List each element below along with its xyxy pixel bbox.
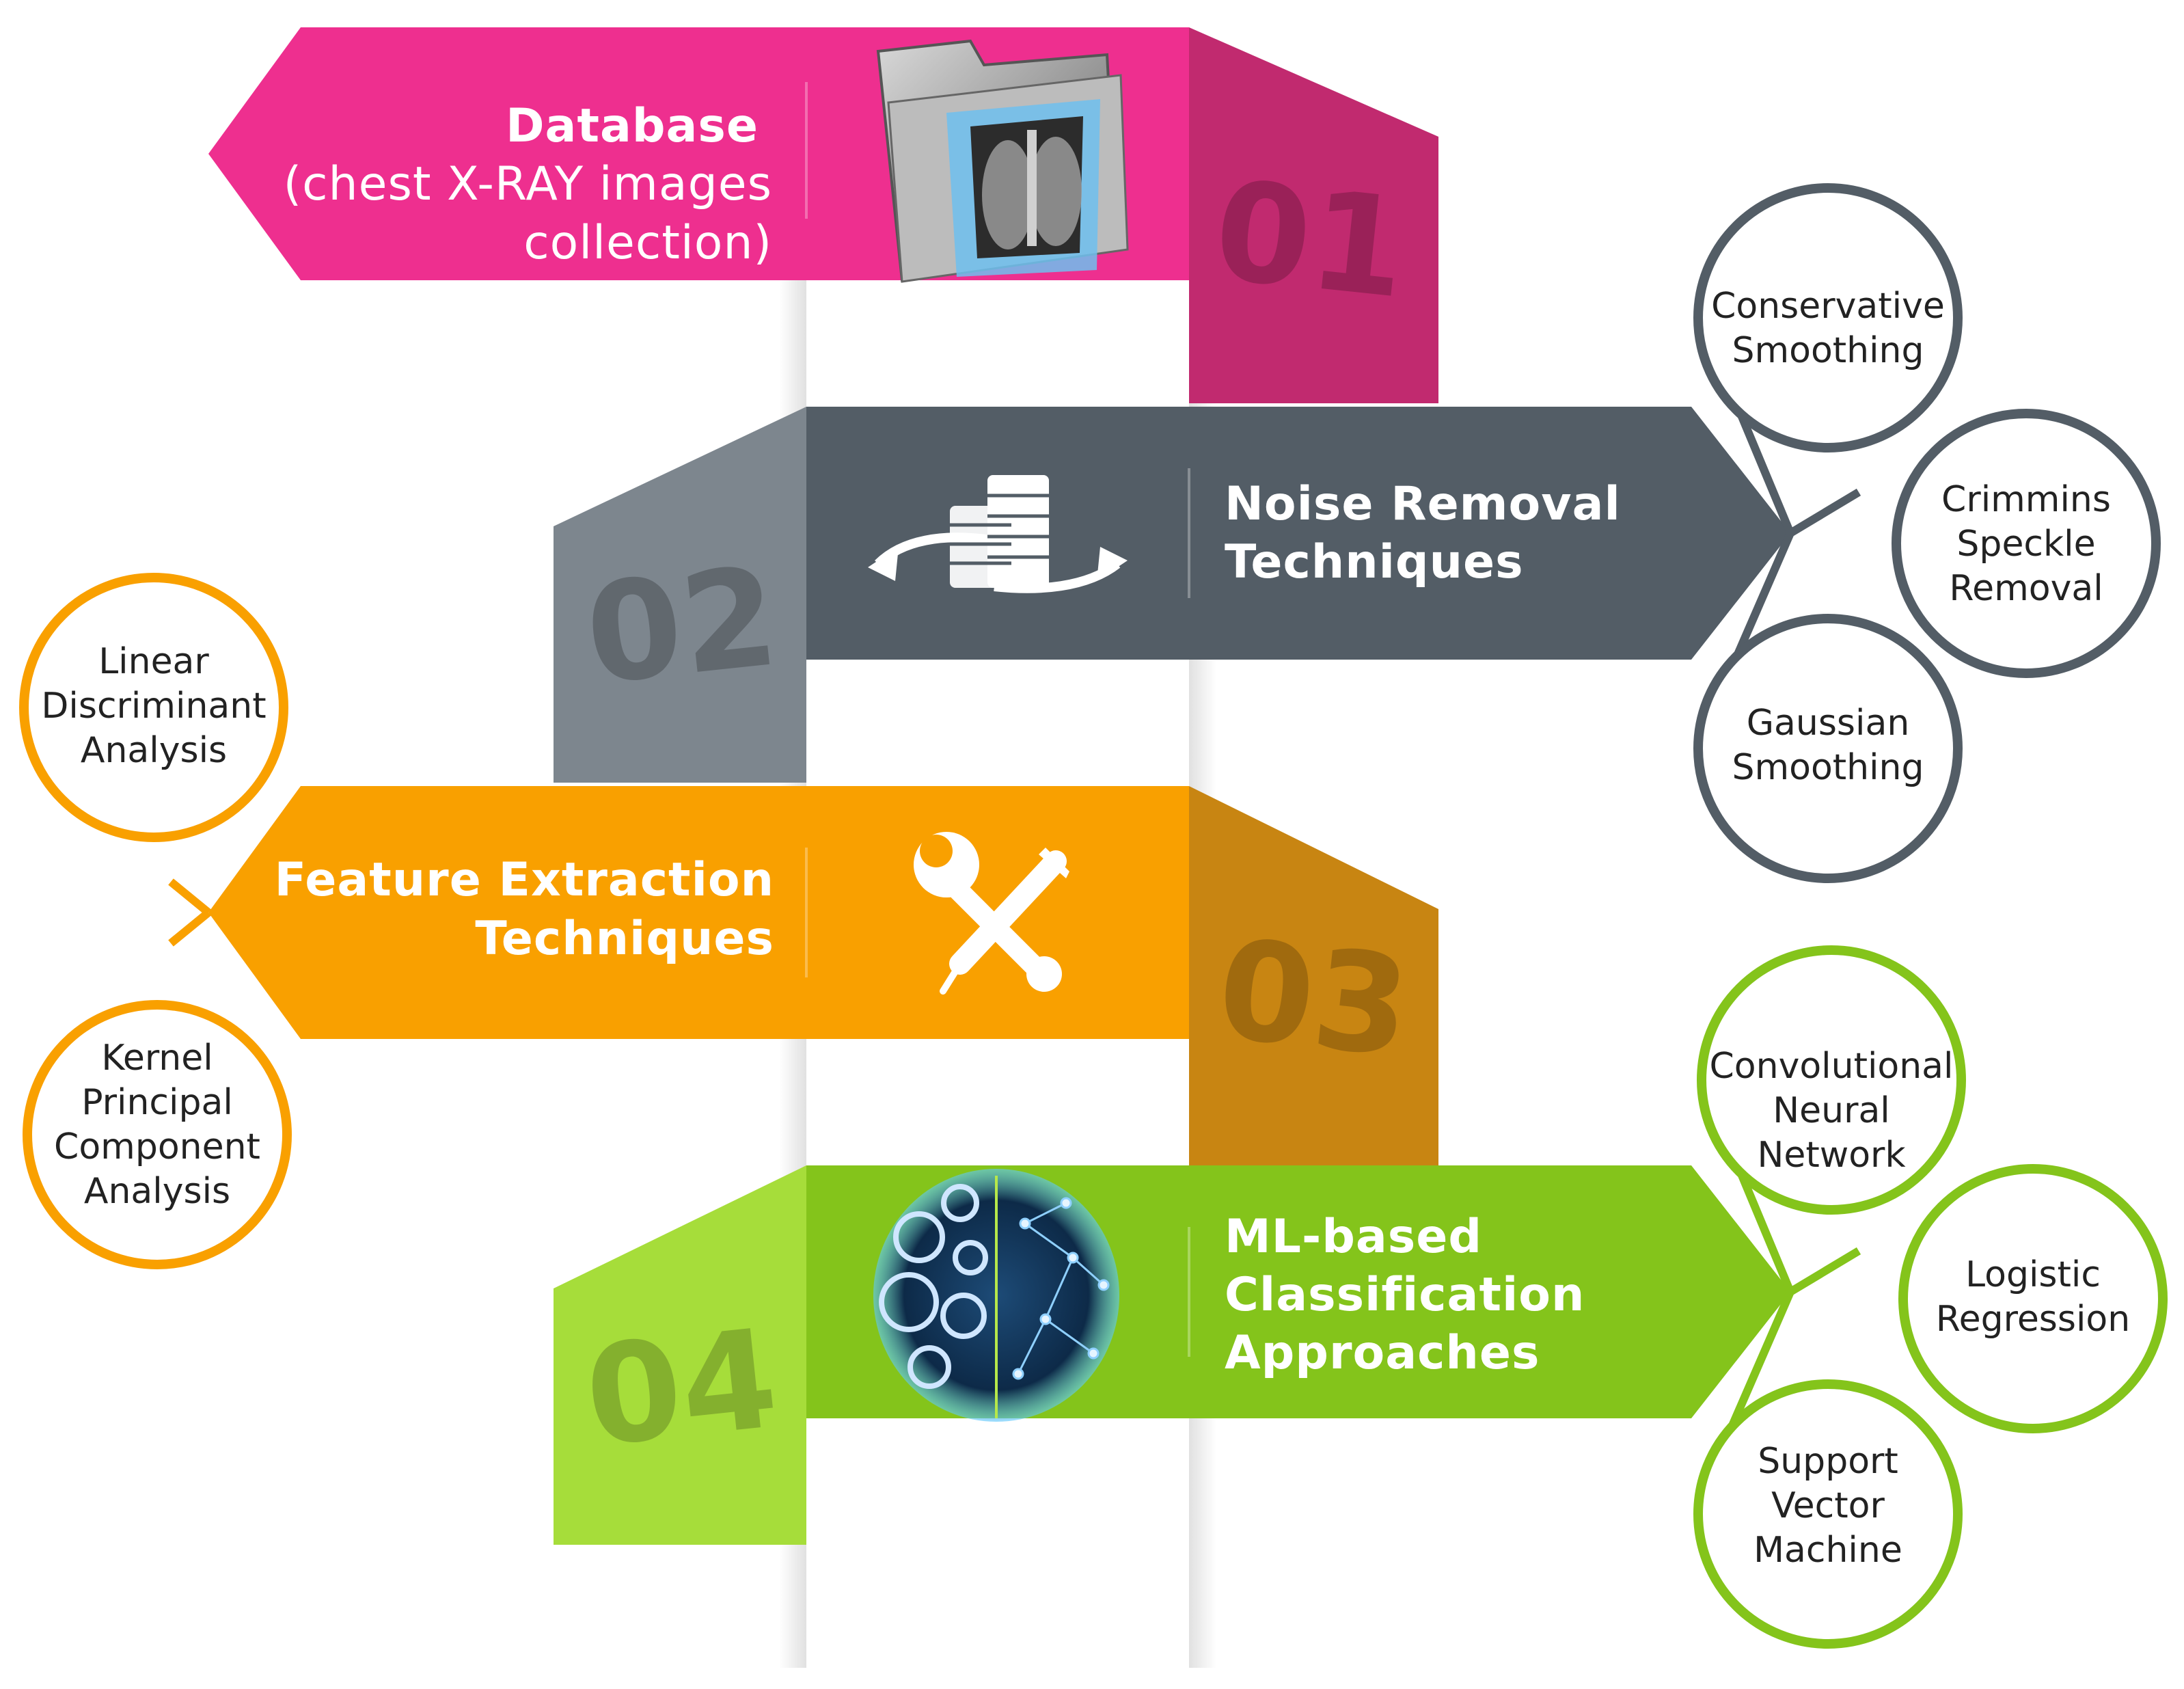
step-02-arrow-banner: [806, 407, 1790, 660]
step-01-title: Database: [506, 99, 759, 153]
ml-method-2-line-2: Regression: [1936, 1299, 2130, 1340]
step-04-title-line-1: ML-based: [1225, 1210, 1482, 1264]
step-01-number: 01: [1207, 151, 1413, 329]
step-04-title-line-3: Approaches: [1225, 1326, 1540, 1380]
noise-methods: Conservative Smoothing Crimmins Speckle …: [1693, 183, 2161, 883]
step-02-ribbon-fold: [554, 407, 806, 783]
feature-method-1-line-1: Linear: [98, 641, 209, 682]
feature-method-2-line-3: Component: [54, 1126, 260, 1167]
step-01-subtitle-line-2: collection): [523, 216, 772, 270]
step-02-title-line-1: Noise Removal: [1225, 477, 1621, 531]
feature-method-2-line-4: Analysis: [84, 1171, 230, 1212]
noise-method-1-line-1: Conservative: [1711, 286, 1945, 327]
brain-gears-icon: [873, 1169, 1119, 1422]
ml-method-1-line-2: Neural: [1773, 1090, 1890, 1131]
ml-method-logistic-regression: Logistic Regression: [1898, 1164, 2168, 1433]
ml-method-3-line-1: Support: [1758, 1441, 1898, 1482]
noise-method-2-line-2: Speckle: [1956, 524, 2095, 565]
step-04: 04 ML-based Classification Approaches: [554, 1165, 1790, 1545]
step-03-title-line-2: Techniques: [475, 912, 774, 966]
step-03-title-line-1: Feature Extraction: [275, 853, 774, 907]
tools-icon: [914, 832, 1069, 995]
ml-method-3-line-2: Vector: [1771, 1485, 1885, 1526]
feature-method-1-line-3: Analysis: [81, 730, 227, 771]
noise-method-3-line-1: Gaussian: [1747, 703, 1910, 744]
ml-method-1-line-3: Network: [1757, 1135, 1905, 1176]
ml-methods: Convolutional Neural Network Logistic Re…: [1693, 945, 2168, 1649]
step-03: 03 Feature Extraction Techniques: [208, 786, 1438, 1169]
database-sync-icon: [868, 475, 1128, 593]
noise-method-crimmins-speckle-removal: Crimmins Speckle Removal: [1892, 409, 2161, 678]
step-01-ribbon-fold: [1189, 27, 1438, 403]
step-03-number: 03: [1211, 910, 1417, 1088]
ml-method-1-line-1: Convolutional: [1710, 1046, 1954, 1087]
noise-method-2-line-3: Removal: [1949, 568, 2103, 609]
feature-methods: Linear Discriminant Analysis Kernel Prin…: [19, 573, 292, 1269]
ml-method-cnn: Convolutional Neural Network: [1697, 945, 1966, 1215]
step-02-title-line-2: Techniques: [1225, 535, 1524, 589]
step-02: 02 Noise Removal Techniques: [554, 407, 1790, 783]
feature-method-kpca: Kernel Principal Component Analysis: [23, 1000, 292, 1269]
step-01: 01 Database (chest X-RAY images collecti…: [208, 27, 1438, 403]
feature-method-1-line-2: Discriminant: [41, 686, 266, 727]
step-01-subtitle-line-1: (chest X-RAY images: [284, 157, 772, 211]
noise-method-2-line-1: Crimmins: [1941, 479, 2111, 520]
noise-method-1-line-2: Smoothing: [1732, 330, 1924, 371]
feature-method-2-line-1: Kernel: [101, 1038, 213, 1079]
ml-method-svm: Support Vector Machine: [1693, 1379, 1963, 1649]
step-04-title-line-2: Classification: [1225, 1268, 1585, 1322]
noise-method-3-line-2: Smoothing: [1732, 747, 1924, 788]
step-02-number: 02: [579, 537, 784, 716]
feature-method-lda: Linear Discriminant Analysis: [19, 573, 288, 842]
step-04-ribbon-fold: [554, 1165, 806, 1545]
folder-xray-icon: [876, 39, 1129, 283]
step-04-number: 04: [579, 1299, 784, 1478]
feature-method-2-line-2: Principal: [81, 1082, 233, 1123]
noise-method-gaussian-smoothing: Gaussian Smoothing: [1693, 614, 1963, 883]
noise-method-conservative-smoothing: Conservative Smoothing: [1693, 183, 1963, 452]
ml-method-2-line-1: Logistic: [1965, 1254, 2101, 1295]
step-03-ribbon-fold: [1189, 786, 1438, 1169]
ml-method-3-line-3: Machine: [1753, 1530, 1902, 1571]
